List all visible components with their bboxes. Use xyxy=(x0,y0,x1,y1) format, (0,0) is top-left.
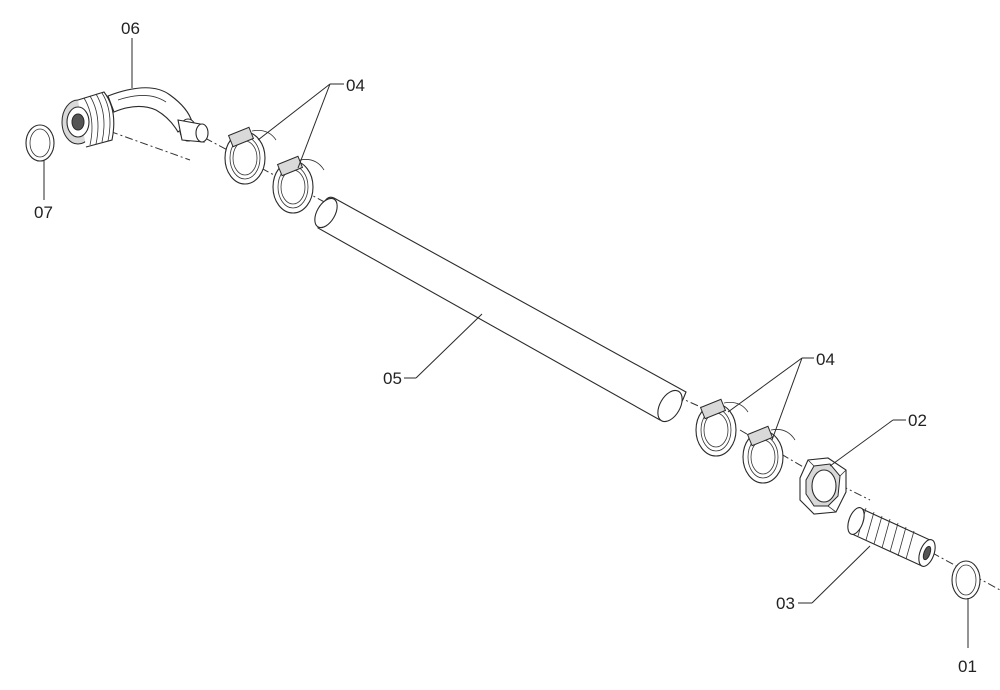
callout-04-bottom: 04 xyxy=(816,350,835,369)
leader-lines xyxy=(43,38,969,648)
part-03-hose-tail xyxy=(847,507,936,567)
callout-labels: 06 07 04 05 04 02 03 01 xyxy=(34,19,977,676)
part-05-hose-tube xyxy=(314,196,687,423)
callout-06: 06 xyxy=(121,19,140,38)
callout-02: 02 xyxy=(908,411,927,430)
part-07-o-ring xyxy=(25,124,55,162)
part-04-hose-clamp-bottom-2 xyxy=(742,425,796,484)
part-04-hose-clamp-top-2 xyxy=(272,155,325,214)
callout-01: 01 xyxy=(958,657,977,676)
part-01-o-ring xyxy=(951,560,981,600)
part-04-hose-clamp-top-1 xyxy=(224,126,277,185)
callout-05: 05 xyxy=(383,369,402,388)
part-06-elbow-fitting xyxy=(61,87,209,148)
callout-07: 07 xyxy=(34,203,53,222)
callout-04-top: 04 xyxy=(346,76,365,95)
part-04-hose-clamp-bottom-1 xyxy=(695,398,749,457)
part-02-hex-nut xyxy=(799,457,847,515)
callout-03: 03 xyxy=(776,594,795,613)
